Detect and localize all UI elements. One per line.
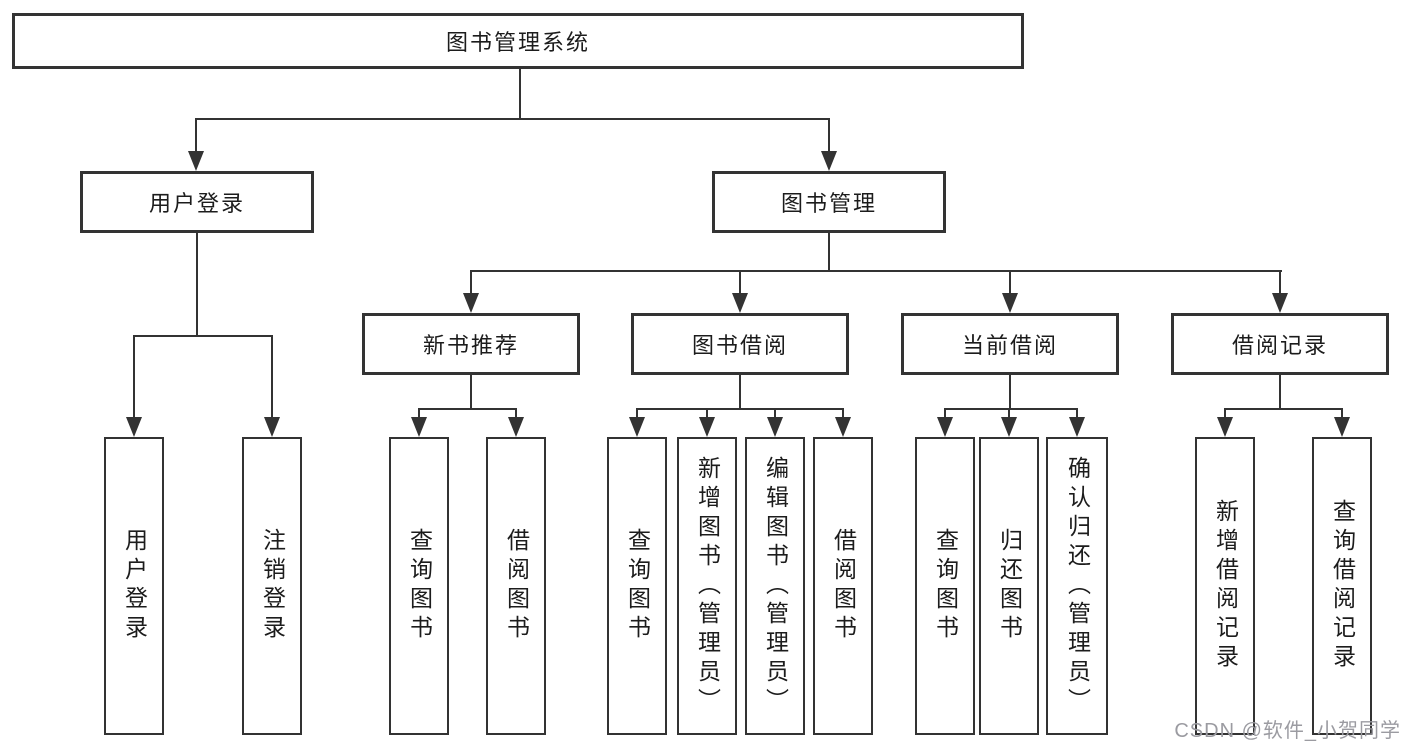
arrowhead-down-icon xyxy=(508,417,524,437)
arrowhead-down-icon xyxy=(1272,293,1288,313)
node-label: 用户登录 xyxy=(148,191,245,216)
arrowhead-down-icon xyxy=(629,417,645,437)
connector-vline xyxy=(1224,408,1226,418)
node-label: 编辑图书（管理员） xyxy=(762,455,789,717)
node-label: 图书管理系统 xyxy=(445,30,590,55)
node-label: 借阅图书 xyxy=(503,528,530,644)
node-logout: 注销登录 xyxy=(242,437,302,735)
node-query-borrow-record: 查询借阅记录 xyxy=(1312,437,1372,735)
arrowhead-down-icon xyxy=(463,293,479,313)
node-new-book-recommend: 新书推荐 xyxy=(362,313,580,375)
connector-vline xyxy=(515,408,517,418)
connector-vline xyxy=(636,408,638,418)
connector-vline xyxy=(196,233,198,337)
node-label: 当前借阅 xyxy=(961,333,1058,358)
node-label: 查询图书 xyxy=(406,528,433,644)
connector-hline xyxy=(133,335,273,337)
connector-vline xyxy=(195,118,197,152)
csdn-watermark: CSDN @软件_小贺同学 xyxy=(1174,720,1401,742)
connector-hline xyxy=(470,270,1282,272)
connector-vline xyxy=(1076,408,1078,418)
node-borrowing-records: 借阅记录 xyxy=(1171,313,1389,375)
node-label: 查询借阅记录 xyxy=(1329,499,1356,673)
connector-vline xyxy=(271,335,273,418)
node-label: 图书管理 xyxy=(780,191,877,216)
connector-vline xyxy=(1009,375,1011,410)
node-book-management: 图书管理 xyxy=(712,171,946,233)
node-library-management-system: 图书管理系统 xyxy=(12,13,1024,69)
connector-vline xyxy=(739,270,741,294)
arrowhead-down-icon xyxy=(188,151,204,171)
node-current-borrowing: 当前借阅 xyxy=(901,313,1119,375)
node-query-books-recommend: 查询图书 xyxy=(389,437,449,735)
node-borrow-books-borrowing: 借阅图书 xyxy=(813,437,873,735)
connector-vline xyxy=(706,408,708,418)
arrowhead-down-icon xyxy=(126,417,142,437)
arrowhead-down-icon xyxy=(767,417,783,437)
connector-vline xyxy=(828,118,830,152)
connector-vline xyxy=(519,68,521,120)
arrowhead-down-icon xyxy=(1001,417,1017,437)
connector-vline xyxy=(470,375,472,410)
node-label: 借阅图书 xyxy=(830,528,857,644)
node-confirm-return-admin: 确认归还（管理员） xyxy=(1046,437,1108,735)
connector-hline xyxy=(944,408,1078,410)
arrowhead-down-icon xyxy=(264,417,280,437)
connector-hline xyxy=(636,408,844,410)
node-label: 用户登录 xyxy=(121,528,148,644)
connector-vline xyxy=(1341,408,1343,418)
connector-hline xyxy=(1224,408,1343,410)
connector-vline xyxy=(842,408,844,418)
connector-vline xyxy=(1279,270,1281,294)
connector-vline xyxy=(1009,270,1011,294)
arrowhead-down-icon xyxy=(732,293,748,313)
node-edit-book-admin: 编辑图书（管理员） xyxy=(745,437,805,735)
connector-vline xyxy=(1279,375,1281,410)
connector-vline xyxy=(944,408,946,418)
arrowhead-down-icon xyxy=(937,417,953,437)
node-label: 确认归还（管理员） xyxy=(1064,455,1091,717)
connector-vline xyxy=(133,335,135,418)
connector-vline xyxy=(470,270,472,294)
node-label: 借阅记录 xyxy=(1231,333,1328,358)
arrowhead-down-icon xyxy=(1069,417,1085,437)
connector-hline xyxy=(195,118,829,120)
connector-vline xyxy=(418,408,420,418)
connector-hline xyxy=(418,408,517,410)
node-query-books-current: 查询图书 xyxy=(915,437,975,735)
node-user-login-leaf: 用户登录 xyxy=(104,437,164,735)
node-label: 归还图书 xyxy=(996,528,1023,644)
node-query-books-borrowing: 查询图书 xyxy=(607,437,667,735)
node-label: 新增借阅记录 xyxy=(1212,499,1239,673)
connector-vline xyxy=(1008,408,1010,418)
arrowhead-down-icon xyxy=(1334,417,1350,437)
arrowhead-down-icon xyxy=(1002,293,1018,313)
node-label: 查询图书 xyxy=(624,528,651,644)
node-add-borrow-record: 新增借阅记录 xyxy=(1195,437,1255,735)
node-add-book-admin: 新增图书（管理员） xyxy=(677,437,737,735)
node-borrow-books-recommend: 借阅图书 xyxy=(486,437,546,735)
connector-vline xyxy=(739,375,741,410)
arrowhead-down-icon xyxy=(1217,417,1233,437)
arrowhead-down-icon xyxy=(821,151,837,171)
node-label: 图书借阅 xyxy=(691,333,788,358)
arrowhead-down-icon xyxy=(835,417,851,437)
node-label: 注销登录 xyxy=(259,528,286,644)
node-user-login: 用户登录 xyxy=(80,171,314,233)
arrowhead-down-icon xyxy=(411,417,427,437)
node-book-borrowing: 图书借阅 xyxy=(631,313,849,375)
node-return-books: 归还图书 xyxy=(979,437,1039,735)
node-label: 新增图书（管理员） xyxy=(694,455,721,717)
connector-vline xyxy=(774,408,776,418)
node-label: 查询图书 xyxy=(932,528,959,644)
connector-vline xyxy=(828,233,830,272)
arrowhead-down-icon xyxy=(699,417,715,437)
node-label: 新书推荐 xyxy=(422,333,519,358)
